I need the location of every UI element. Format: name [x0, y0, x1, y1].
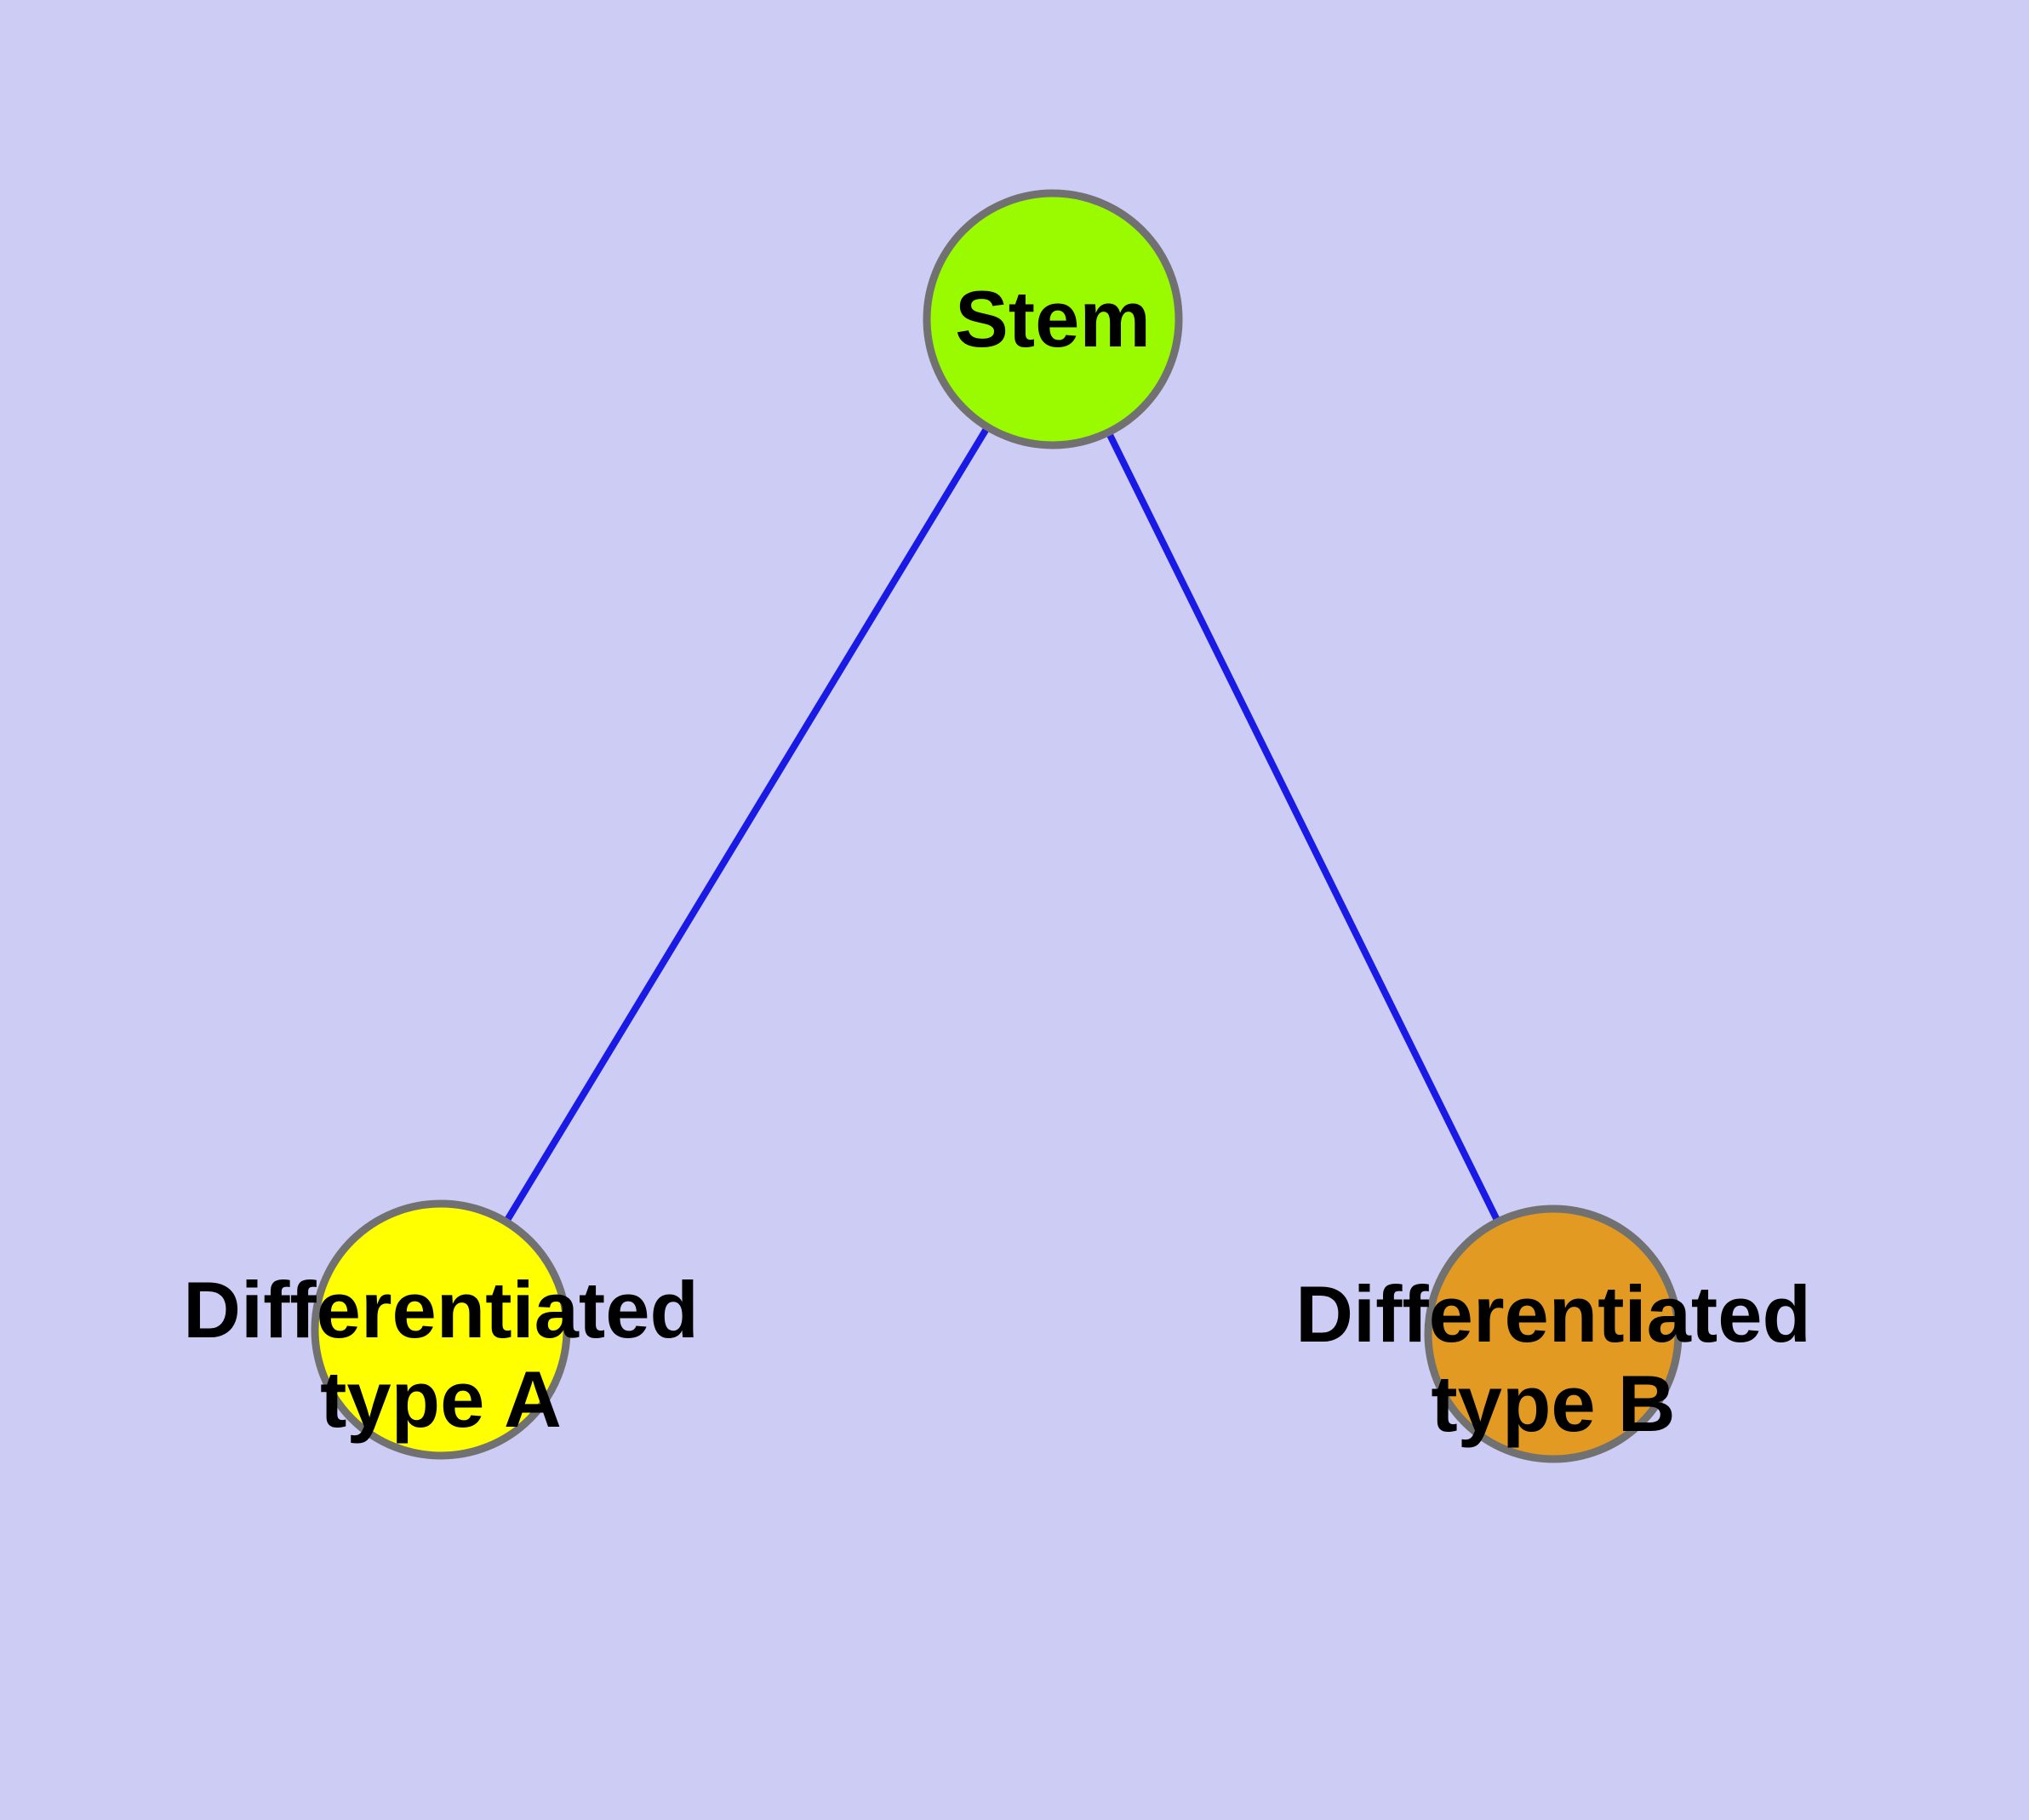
node-differentiated-type-a[interactable]	[311, 1199, 571, 1460]
edge-group	[500, 421, 1504, 1228]
node-differentiated-type-b[interactable]	[1424, 1205, 1683, 1463]
node-group	[311, 189, 1683, 1463]
edge-stem-to-diff-a[interactable]	[500, 421, 993, 1228]
node-stem[interactable]	[923, 189, 1183, 449]
edge-stem-to-diff-b[interactable]	[1103, 426, 1504, 1228]
